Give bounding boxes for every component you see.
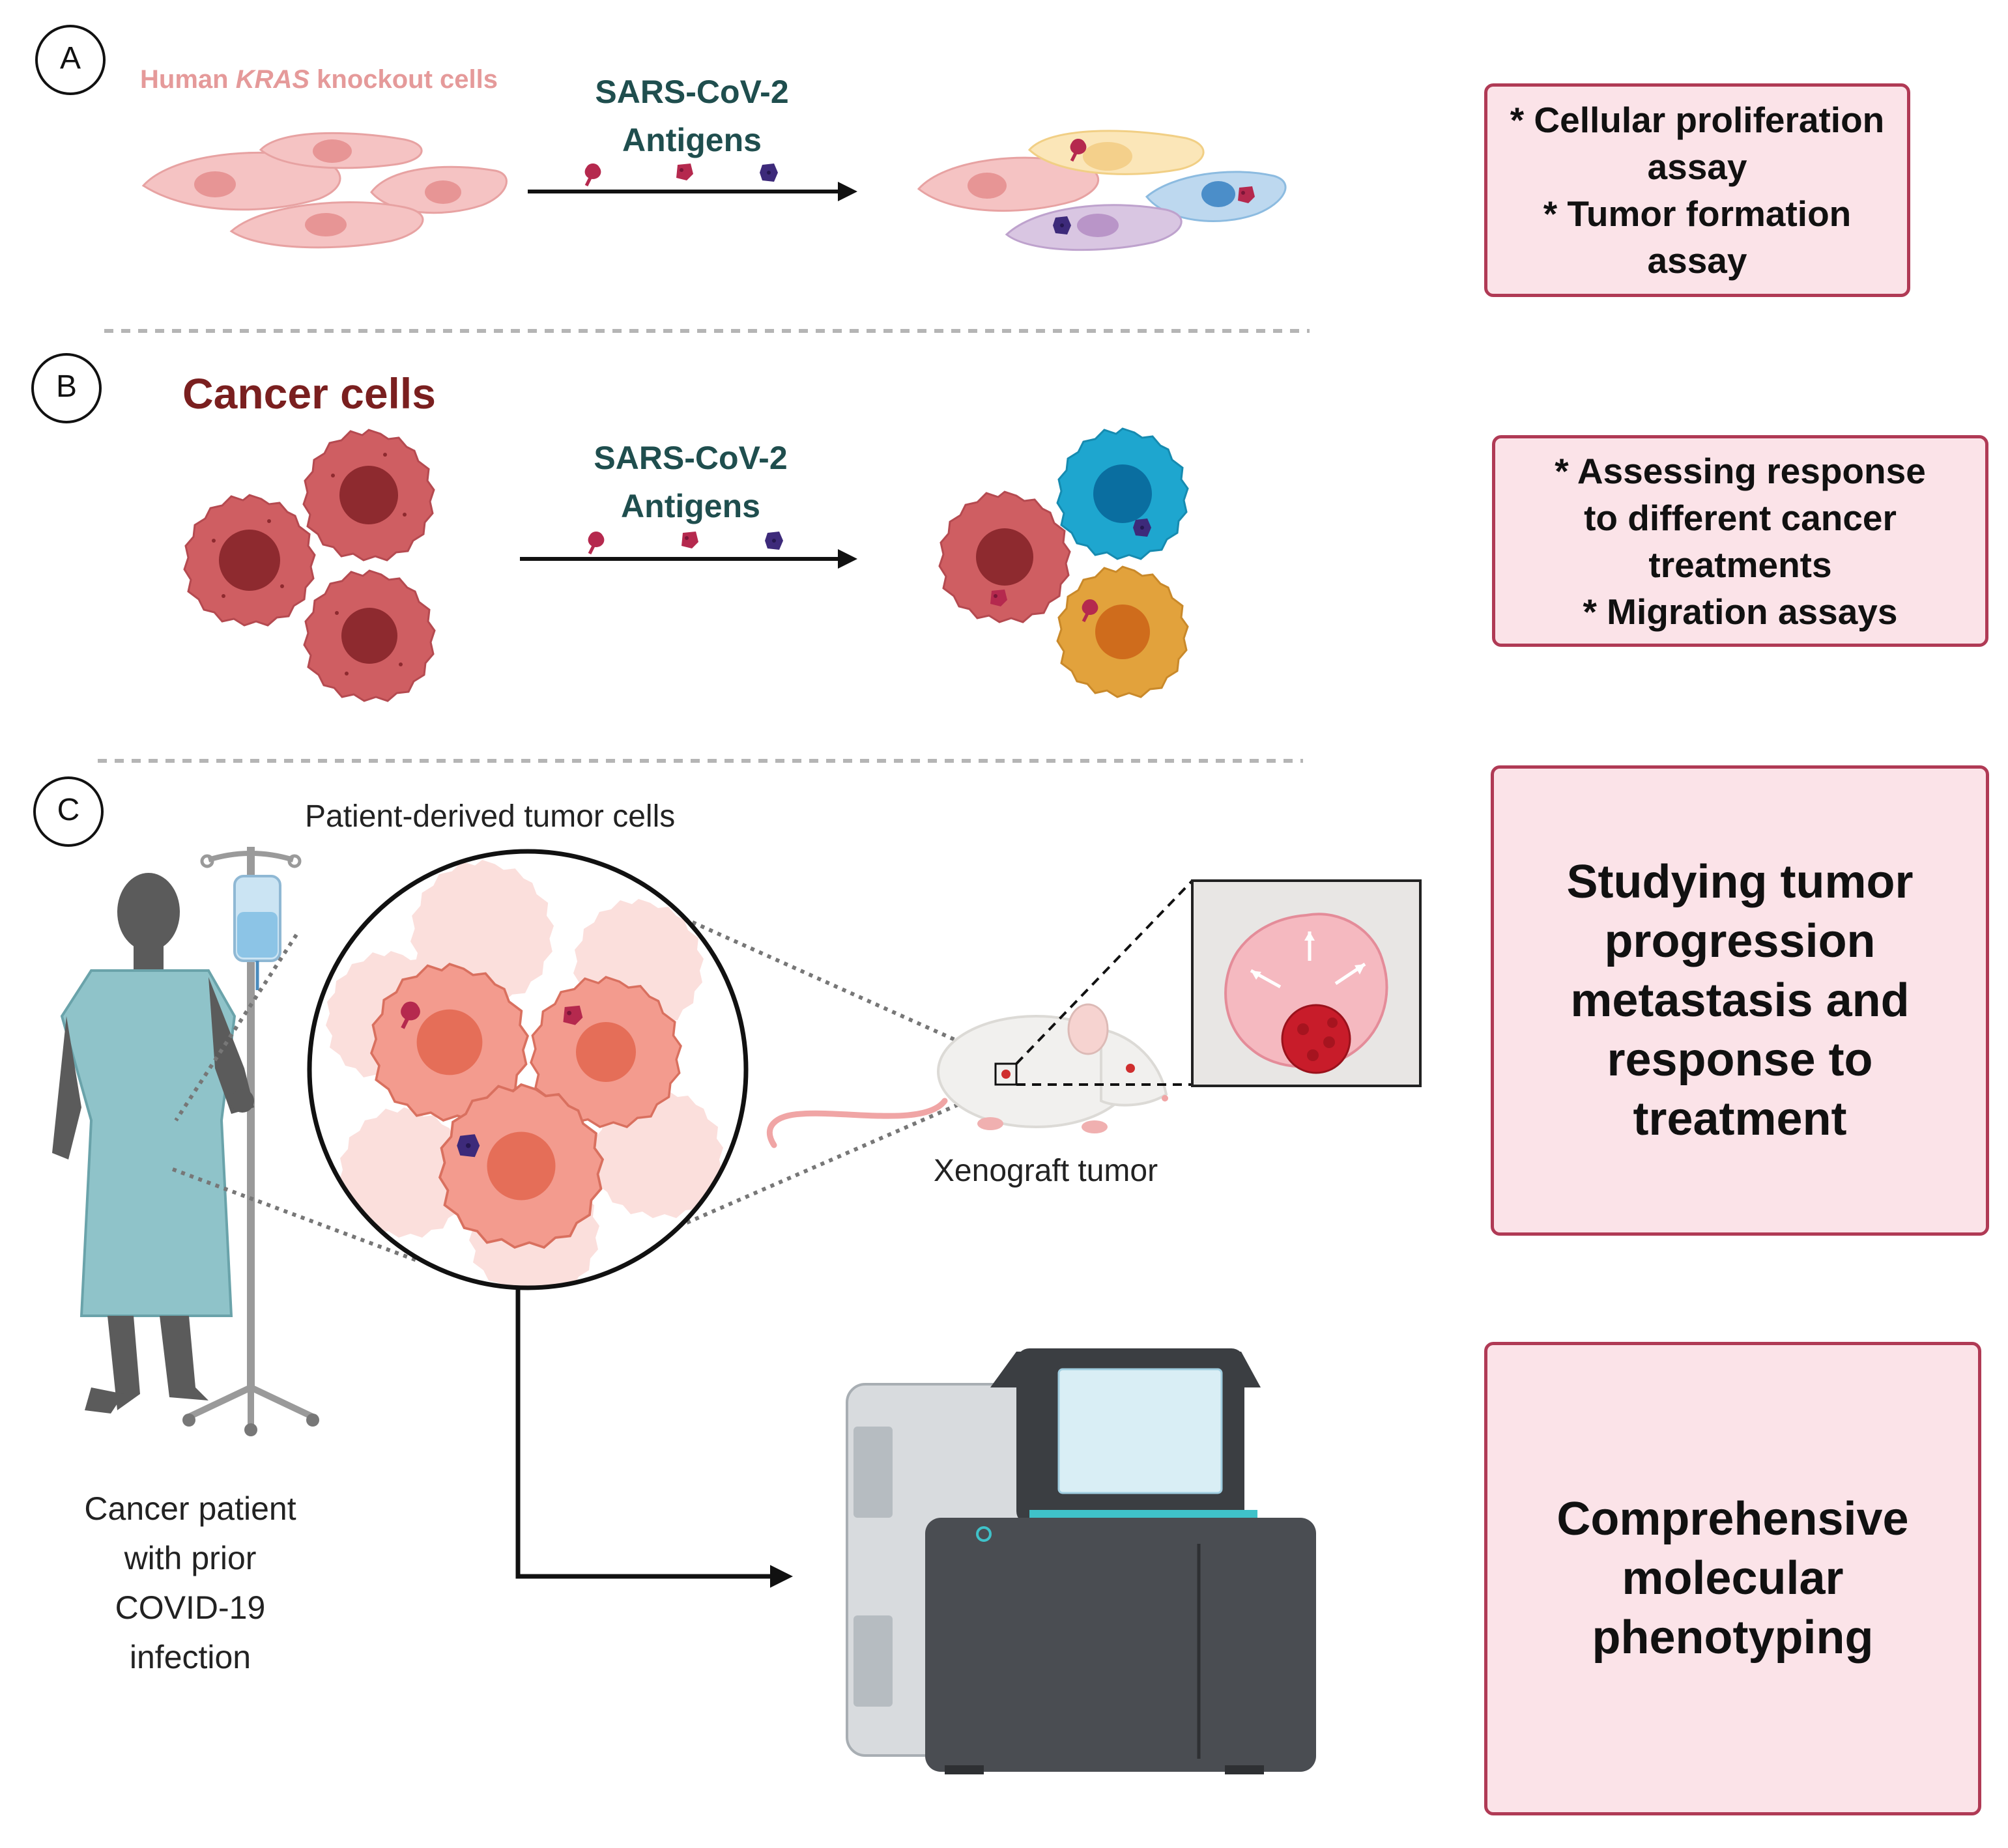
outcome-c2-line-1: Comprehensive (1556, 1493, 1909, 1545)
tumor-cells-magnified (307, 849, 749, 1290)
outcome-b-line-1: * Assessing response (1555, 450, 1926, 491)
outcome-a-line-1: * Cellular proliferation (1510, 100, 1885, 140)
outcome-a-line-2: assay (1647, 147, 1747, 187)
outcome-c1-line-2: progression (1604, 915, 1876, 967)
antigen-icon-a1 (585, 163, 601, 186)
antigen-label-b-line2: Antigens (621, 488, 760, 524)
panel-label-a: A (59, 41, 81, 76)
kras-label-prefix: Human (140, 65, 236, 94)
antigen-icon-b1 (588, 532, 605, 554)
outcome-b-line-4: * Migration assays (1583, 591, 1898, 632)
outcome-b-line-3: treatments (1648, 544, 1832, 585)
patient-caption-line-1: Cancer patient (84, 1490, 296, 1527)
outcome-a-line-3: * Tumor formation (1543, 193, 1852, 234)
label-circle-a (35, 25, 106, 95)
patient-figure (52, 873, 254, 1414)
transformed-cells-a (917, 130, 1287, 251)
outcome-c1-line-3: metastasis and (1570, 974, 1910, 1027)
cancer-cells-b (183, 429, 436, 702)
antigen-label-a-line2: Antigens (622, 122, 762, 158)
sequencer-machine (846, 1348, 1316, 1774)
outcome-b-line-2: to different cancer (1584, 497, 1897, 538)
patient-caption-line-3: COVID-19 (115, 1589, 266, 1626)
xenograft-tumor-inset (1191, 879, 1422, 1087)
outcome-box-c1: Studying tumor progression metastasis an… (1491, 765, 1989, 1236)
antigen-label-a-line1: SARS-CoV-2 (595, 74, 789, 110)
outcome-c2-line-3: phenotyping (1592, 1612, 1874, 1664)
zoom-line-3 (683, 917, 998, 1060)
transformed-cancer-cells-b (938, 427, 1189, 698)
mouse-xenograft (766, 1003, 1168, 1148)
xenograft-label: Xenograft tumor (933, 1154, 1158, 1188)
zoom-line-2 (171, 1167, 418, 1262)
outcome-c2-line-2: molecular (1622, 1552, 1844, 1604)
kras-gene-name: KRAS (235, 65, 310, 94)
antigen-label-b-line1: SARS-CoV-2 (594, 440, 788, 476)
outcome-c1-line-5: treatment (1633, 1092, 1847, 1145)
patient-caption-line-4: infection (129, 1639, 251, 1675)
inset-line-1 (1015, 879, 1194, 1065)
antigen-icon-a3 (760, 163, 778, 182)
zoom-line-4 (644, 1086, 998, 1243)
outcome-box-c2: Comprehensive molecular phenotyping (1484, 1342, 1981, 1815)
label-circle-c (33, 776, 104, 847)
outcome-a-line-4: assay (1647, 240, 1747, 281)
kras-cells-label: Human KRAS knockout cells (140, 65, 498, 94)
zoom-line-1 (174, 933, 298, 1122)
arrow-to-sequencer (515, 1288, 793, 1588)
patient-caption: Cancer patient with prior COVID-19 infec… (84, 1484, 296, 1682)
outcome-c1-line-1: Studying tumor (1566, 855, 1914, 908)
antigen-icon-a2 (676, 163, 693, 180)
cancer-cells-title: Cancer cells (182, 369, 436, 418)
panel-label-b: B (55, 369, 78, 404)
outcome-c1-line-4: response to (1607, 1033, 1873, 1086)
outcome-box-a: * Cellular proliferation assay * Tumor f… (1484, 83, 1910, 297)
kras-knockout-cells (141, 132, 508, 249)
tumor-cells-label: Patient-derived tumor cells (305, 799, 676, 834)
iv-pole (182, 847, 319, 1436)
kras-label-suffix: knockout cells (309, 65, 498, 94)
antigen-icon-b3 (765, 532, 783, 550)
patient-caption-line-2: with prior (124, 1540, 257, 1576)
panel-label-c: C (57, 793, 80, 827)
outcome-box-b: * Assessing response to different cancer… (1492, 435, 1988, 647)
label-circle-b (31, 353, 102, 423)
antigen-icon-b2 (681, 532, 698, 548)
